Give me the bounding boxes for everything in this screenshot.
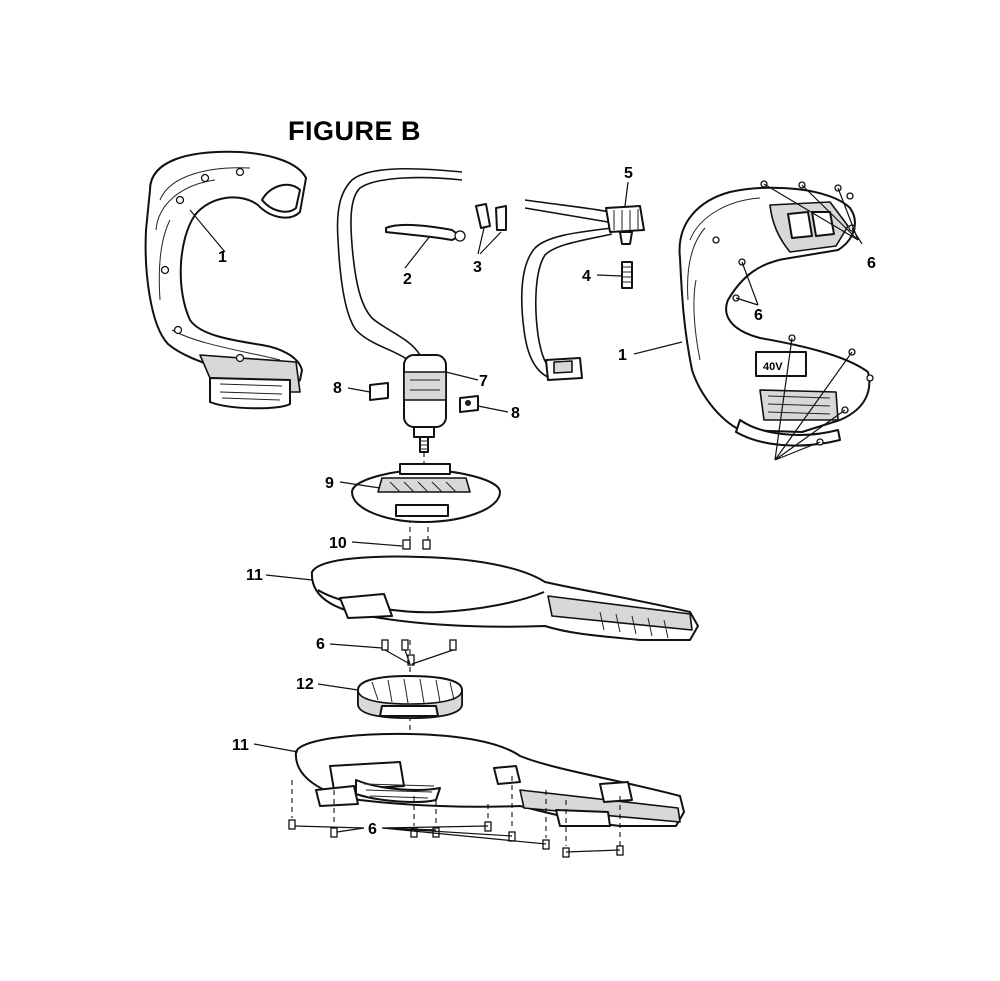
housing-half-right: 40V — [678, 180, 874, 461]
blower-housing-lower-part-11 — [294, 732, 685, 827]
callout-4: 4 — [582, 268, 591, 285]
switch-assembly — [520, 199, 645, 381]
callout-12: 12 — [296, 676, 314, 693]
callout-10: 10 — [329, 535, 347, 552]
callout-3: 3 — [473, 259, 482, 276]
wire-connectors-part-3 — [475, 203, 507, 231]
screws-part-10 — [402, 539, 431, 550]
callout-11-lower: 11 — [232, 737, 249, 754]
motor-pad-left-part-8 — [369, 382, 389, 401]
switch-lead-part-2 — [385, 223, 466, 242]
motor-pad-right-part-8 — [459, 395, 479, 413]
figure-title: FIGURE B — [288, 116, 422, 146]
callout-8-right: 8 — [511, 405, 520, 422]
motor-part-7 — [403, 354, 447, 453]
housing-half-left — [144, 150, 307, 410]
blower-housing-upper-part-11 — [310, 555, 699, 641]
callout-8-left: 8 — [333, 380, 342, 397]
callout-6-upper-housing: 6 — [316, 636, 325, 653]
callout-5: 5 — [624, 165, 633, 182]
callout-11-upper: 11 — [246, 567, 263, 584]
callout-6-top-right: 6 — [867, 255, 876, 272]
motor-wiring — [336, 167, 463, 361]
callout-6-mid-right: 6 — [754, 307, 763, 324]
impeller-part-12 — [357, 675, 463, 719]
housing-badge-text: 40V — [763, 361, 783, 373]
callout-6-lower-housing: 6 — [368, 821, 377, 838]
callout-1-right: 1 — [618, 347, 627, 364]
callout-7: 7 — [479, 373, 488, 390]
housing-left-screw-bosses — [160, 167, 245, 363]
callout-2: 2 — [403, 271, 412, 288]
callout-1-left: 1 — [218, 249, 227, 266]
callout-9: 9 — [325, 475, 334, 492]
fan-baffle-part-9 — [351, 463, 501, 523]
